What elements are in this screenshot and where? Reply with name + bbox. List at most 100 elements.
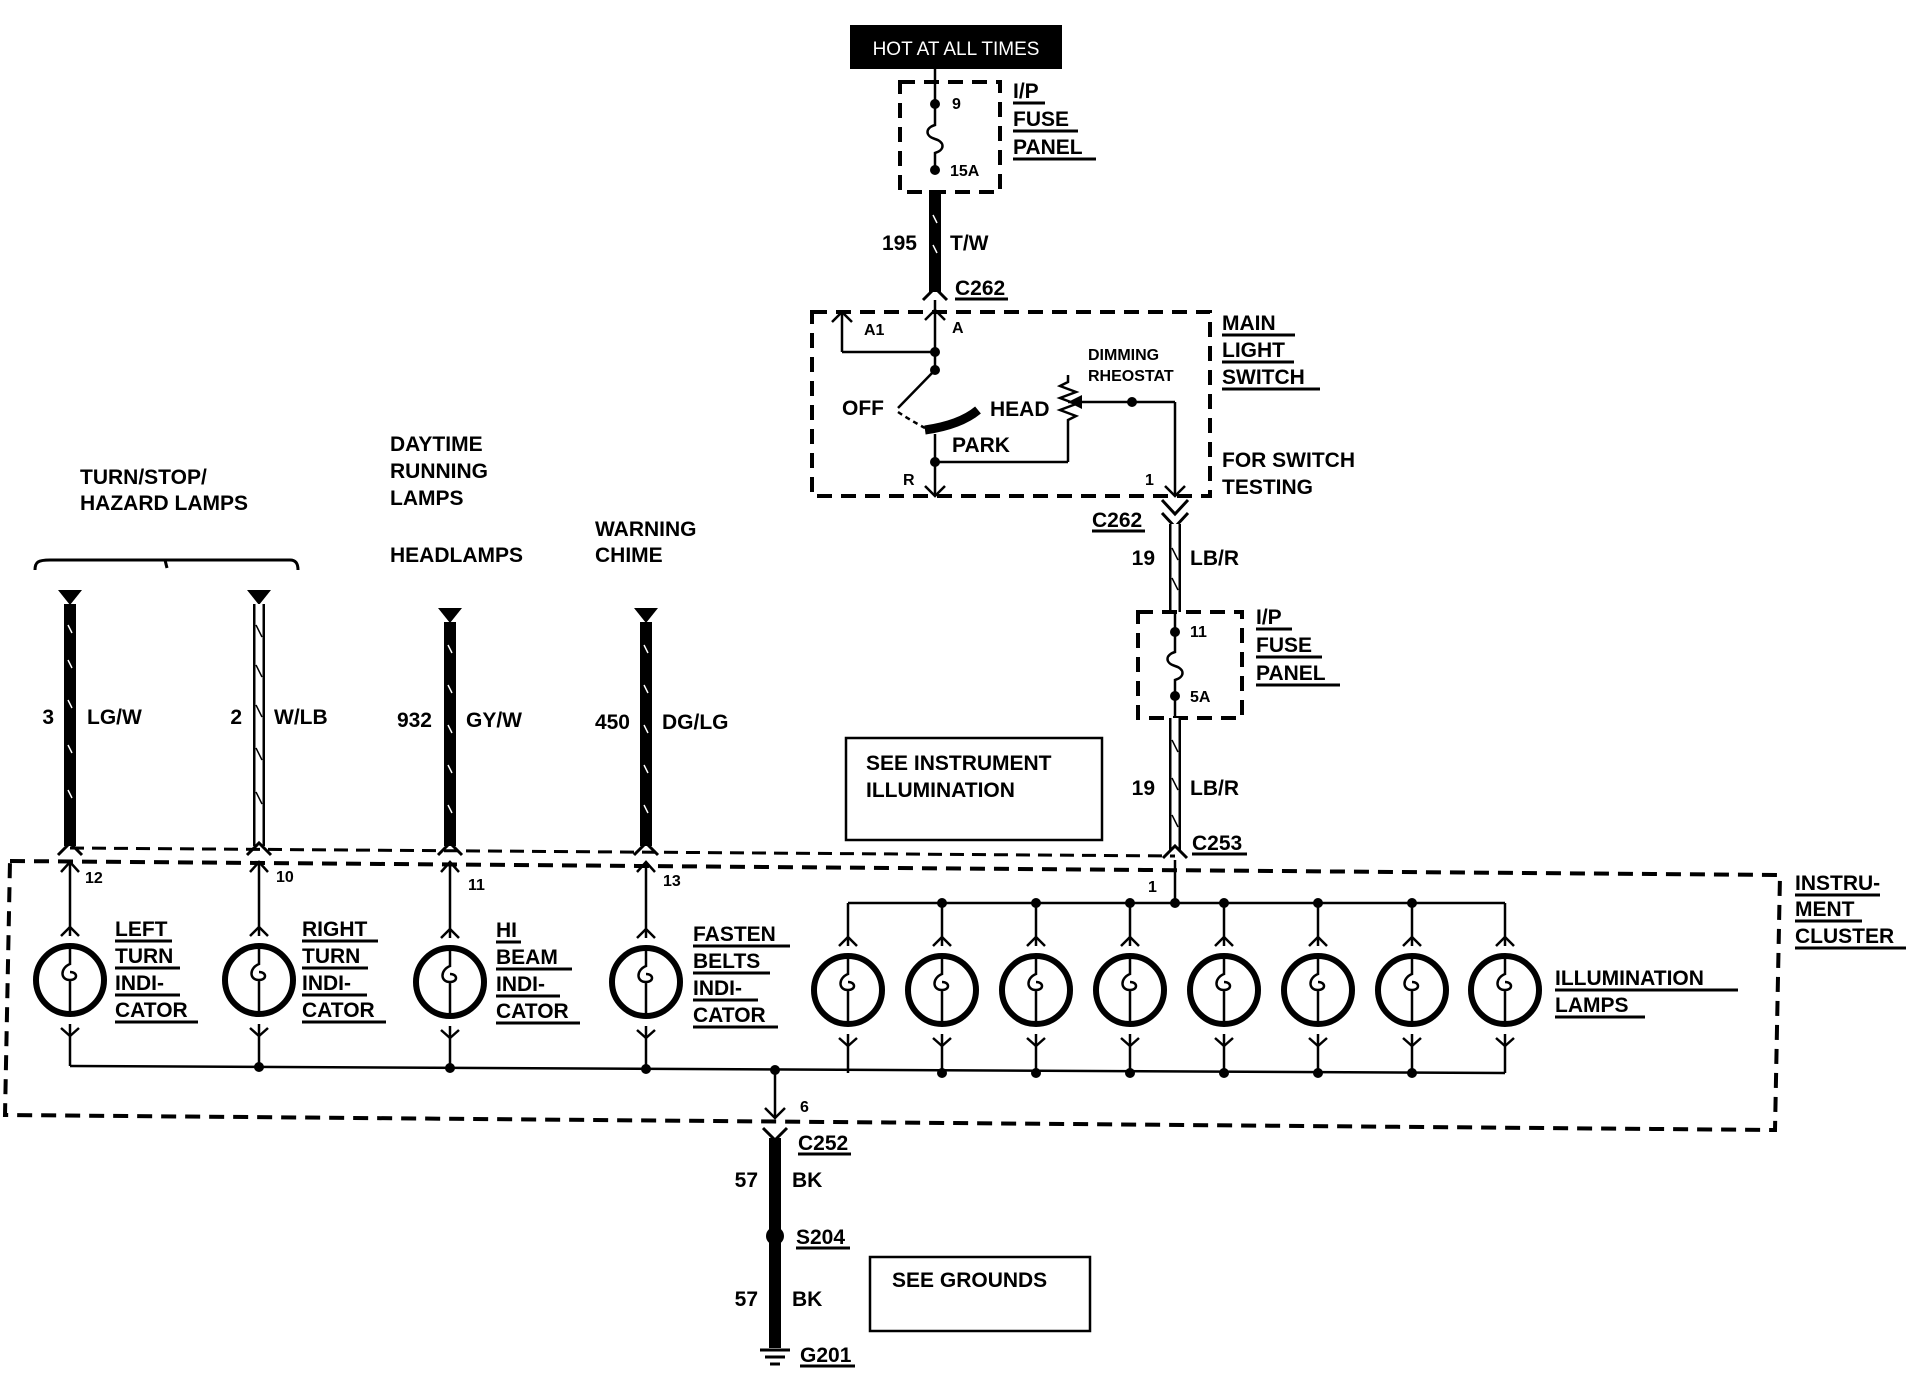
rheostat-label-1: DIMMING [1088, 347, 1159, 364]
wire-19-upper: 19 LB/R [1132, 524, 1239, 612]
hi-beam-line1: HI [496, 919, 517, 942]
wire-450-pin: 13 [663, 873, 681, 890]
switch-head-label: HEAD [990, 398, 1050, 421]
ground-symbol [760, 1348, 790, 1366]
connector-c262-bottom: C262 [1092, 509, 1142, 532]
wire-57-lower-circuit: 57 [735, 1288, 758, 1311]
hot-at-all-times-bar [850, 25, 1062, 69]
rheostat-label-2: RHEOSTAT [1088, 368, 1174, 385]
illumination-lamp-8 [1468, 935, 1542, 1073]
for-switch-testing-1: FOR SWITCH [1222, 449, 1355, 472]
wire-195: 195 T/W [882, 190, 989, 292]
indicator-label-left-turn: LEFT TURN INDI- CATOR [115, 918, 198, 1024]
connector-c252: C252 [798, 1132, 848, 1155]
drl-label-1: DAYTIME [390, 433, 483, 456]
right-turn-indicator-lamp [222, 925, 296, 1067]
wire-932-color: GY/W [466, 709, 522, 732]
fasten-belts-line1: FASTEN [693, 923, 776, 946]
wire-932-pin: 11 [468, 877, 485, 894]
hi-beam-line2: BEAM [496, 946, 558, 969]
switch-pin-a: A [952, 320, 964, 337]
wire-450-circuit: 450 [595, 711, 630, 734]
switch-pin-1: 1 [1145, 472, 1154, 489]
drl-label-3: LAMPS [390, 487, 464, 510]
warning-chime-1: WARNING [595, 518, 697, 541]
indicator-label-right-turn: RIGHT TURN INDI- CATOR [302, 918, 386, 1024]
wire-57-upper-circuit: 57 [735, 1169, 758, 1192]
indicator-label-hi-beam: HI BEAM INDI- CATOR [496, 919, 580, 1025]
fasten-belts-line4: CATOR [693, 1004, 766, 1027]
wire-57-upper: 57 BK [735, 1138, 822, 1236]
hi-beam-line4: CATOR [496, 1000, 569, 1023]
see-instrument-label-1: SEE INSTRUMENT [866, 752, 1052, 775]
right-turn-line4: CATOR [302, 999, 375, 1022]
switch-label-2: LIGHT [1222, 339, 1285, 362]
wire-932-circuit: 932 [397, 709, 432, 732]
wire-57-lower-color: BK [792, 1288, 822, 1311]
see-grounds-box: SEE GROUNDS [868, 1255, 1092, 1333]
hot-at-all-times-label: HOT AT ALL TIMES [873, 39, 1040, 60]
connector-c262-top: C262 [955, 277, 1005, 300]
left-turn-line4: CATOR [115, 999, 188, 1022]
cluster-pin-1: 1 [1148, 879, 1157, 896]
illumination-lamp-5 [1187, 935, 1261, 1073]
fuse-top-label-3: PANEL [1013, 136, 1083, 159]
left-turn-line1: LEFT [115, 918, 168, 941]
illumination-lamp-3 [999, 935, 1073, 1073]
see-instrument-label-2: ILLUMINATION [866, 779, 1015, 802]
fasten-belts-indicator-lamp [609, 927, 683, 1069]
wire-450: 450 DG/LG [595, 608, 729, 857]
headlamps-label: HEADLAMPS [390, 544, 523, 567]
switch-park-label: PARK [952, 434, 1010, 457]
for-switch-testing-2: TESTING [1222, 476, 1313, 499]
wire-195-color: T/W [950, 232, 989, 255]
wire-57-upper-color: BK [792, 1169, 822, 1192]
splice-s204: S204 [796, 1226, 845, 1249]
illumination-lamp-7 [1375, 935, 1449, 1073]
ground-g201: G201 [800, 1344, 852, 1367]
fuse-top-label-1: I/P [1013, 80, 1039, 103]
wire-57-lower: 57 BK [735, 1236, 822, 1348]
wire-19-lower-color: LB/R [1190, 777, 1239, 800]
illumination-lamp-6 [1281, 935, 1355, 1073]
wire-932: 932 GY/W [397, 608, 522, 857]
wire-195-circuit: 195 [882, 232, 917, 255]
instrument-cluster: INSTRU- MENT CLUSTER [2, 858, 1906, 1133]
cluster-label-3: CLUSTER [1795, 925, 1894, 948]
fasten-belts-line3: INDI- [693, 977, 742, 1000]
wire-19-lower: 19 LB/R [1132, 718, 1239, 850]
turn-stop-hazard-2: HAZARD LAMPS [80, 492, 248, 515]
hi-beam-indicator-lamp [413, 927, 487, 1068]
right-turn-line2: TURN [302, 945, 360, 968]
see-grounds-label: SEE GROUNDS [892, 1269, 1047, 1292]
illumination-lamp-group [811, 898, 1542, 1078]
wire-2-color: W/LB [274, 706, 328, 729]
wire-450-color: DG/LG [662, 711, 729, 734]
main-light-switch: A A1 OFF HEAD PARK R DIMMING RHEOSTAT 1 … [810, 300, 1320, 498]
left-turn-line3: INDI- [115, 972, 164, 995]
wire-2-circuit: 2 [230, 706, 242, 729]
wire-3-circuit: 3 [42, 706, 54, 729]
left-turn-line2: TURN [115, 945, 173, 968]
turn-stop-hazard-1: TURN/STOP/ [80, 466, 207, 489]
hi-beam-line3: INDI- [496, 973, 545, 996]
switch-pin-r: R [903, 472, 915, 489]
fuse-mid-label-1: I/P [1256, 606, 1282, 629]
switch-off-label: OFF [842, 397, 884, 420]
wire-3-pin: 12 [85, 870, 103, 887]
wire-3: 3 LG/W [42, 590, 142, 857]
illumination-lamps-label-1: ILLUMINATION [1555, 967, 1704, 990]
wire-19-upper-circuit: 19 [1132, 547, 1155, 570]
switch-pin-a1: A1 [864, 322, 885, 339]
fuse-mid-rating: 5A [1190, 689, 1211, 706]
cluster-label-2: MENT [1795, 898, 1855, 921]
right-turn-line1: RIGHT [302, 918, 368, 941]
ground-pin: 6 [800, 1099, 809, 1116]
right-turn-line3: INDI- [302, 972, 351, 995]
fuse-mid-label-3: PANEL [1256, 662, 1326, 685]
see-instrument-illumination-box: SEE INSTRUMENT ILLUMINATION [844, 736, 1104, 842]
wire-19-lower-circuit: 19 [1132, 777, 1155, 800]
ip-fuse-panel-top: 9 15A I/P FUSE PANEL [898, 69, 1096, 194]
fuse-top-label-2: FUSE [1013, 108, 1069, 131]
